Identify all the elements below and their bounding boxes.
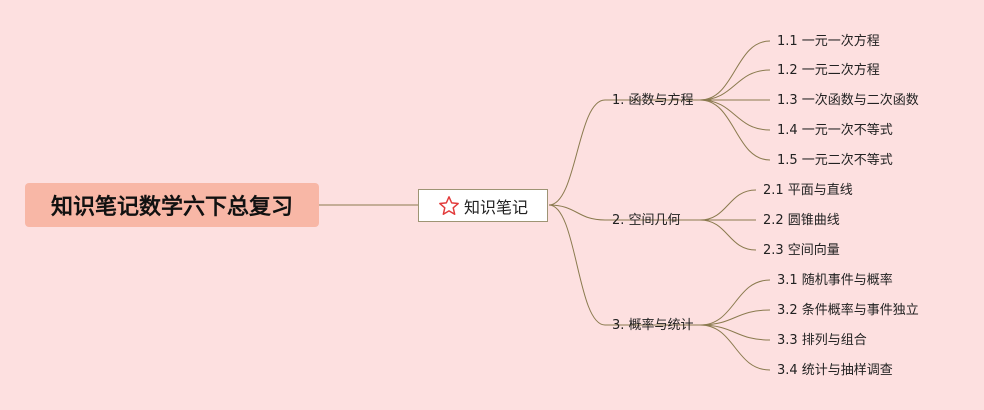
leaf-label[interactable]: 3.4 统计与抽样调查 — [777, 363, 893, 378]
leaf-label[interactable]: 2.1 平面与直线 — [763, 183, 853, 198]
branch-connector — [548, 99, 606, 206]
leaf-label[interactable]: 3.3 排列与组合 — [777, 333, 867, 348]
root-topic-label: 知识笔记数学六下总复习 — [50, 195, 293, 220]
branch-label[interactable]: 3. 概率与统计 — [612, 318, 694, 333]
leaf-label[interactable]: 1.4 一元一次不等式 — [777, 123, 893, 138]
leaf-connector — [699, 69, 771, 101]
leaf-label[interactable]: 1.1 一元一次方程 — [777, 34, 880, 49]
leaf-connector — [699, 324, 771, 341]
leaf-connector — [699, 219, 757, 251]
leaf-connector — [699, 99, 771, 161]
leaf-connector — [699, 279, 771, 326]
leaf-connector — [699, 324, 771, 371]
branch-connector — [548, 204, 606, 326]
leaf-label[interactable]: 1.5 一元二次不等式 — [777, 153, 893, 168]
leaf-label[interactable]: 1.3 一次函数与二次函数 — [777, 93, 919, 108]
leaf-connector — [699, 99, 771, 131]
leaf-label[interactable]: 1.2 一元二次方程 — [777, 63, 880, 78]
leaf-label[interactable]: 3.2 条件概率与事件独立 — [777, 303, 919, 318]
center-topic-label: 知识笔记 — [463, 197, 528, 217]
leaf-connector — [699, 309, 771, 326]
branch-connector — [548, 204, 606, 221]
leaf-label[interactable]: 3.1 随机事件与概率 — [777, 273, 893, 288]
center-topic[interactable]: 知识笔记 — [418, 189, 548, 222]
leaf-label[interactable]: 2.2 圆锥曲线 — [763, 213, 840, 228]
root-topic[interactable]: 知识笔记数学六下总复习 — [25, 183, 319, 227]
leaf-connector — [699, 189, 757, 221]
branch-label[interactable]: 2. 空间几何 — [612, 213, 681, 228]
leaf-label[interactable]: 2.3 空间向量 — [763, 243, 840, 258]
branch-label[interactable]: 1. 函数与方程 — [612, 93, 694, 108]
star-icon — [439, 195, 459, 215]
leaf-connector — [699, 40, 771, 101]
